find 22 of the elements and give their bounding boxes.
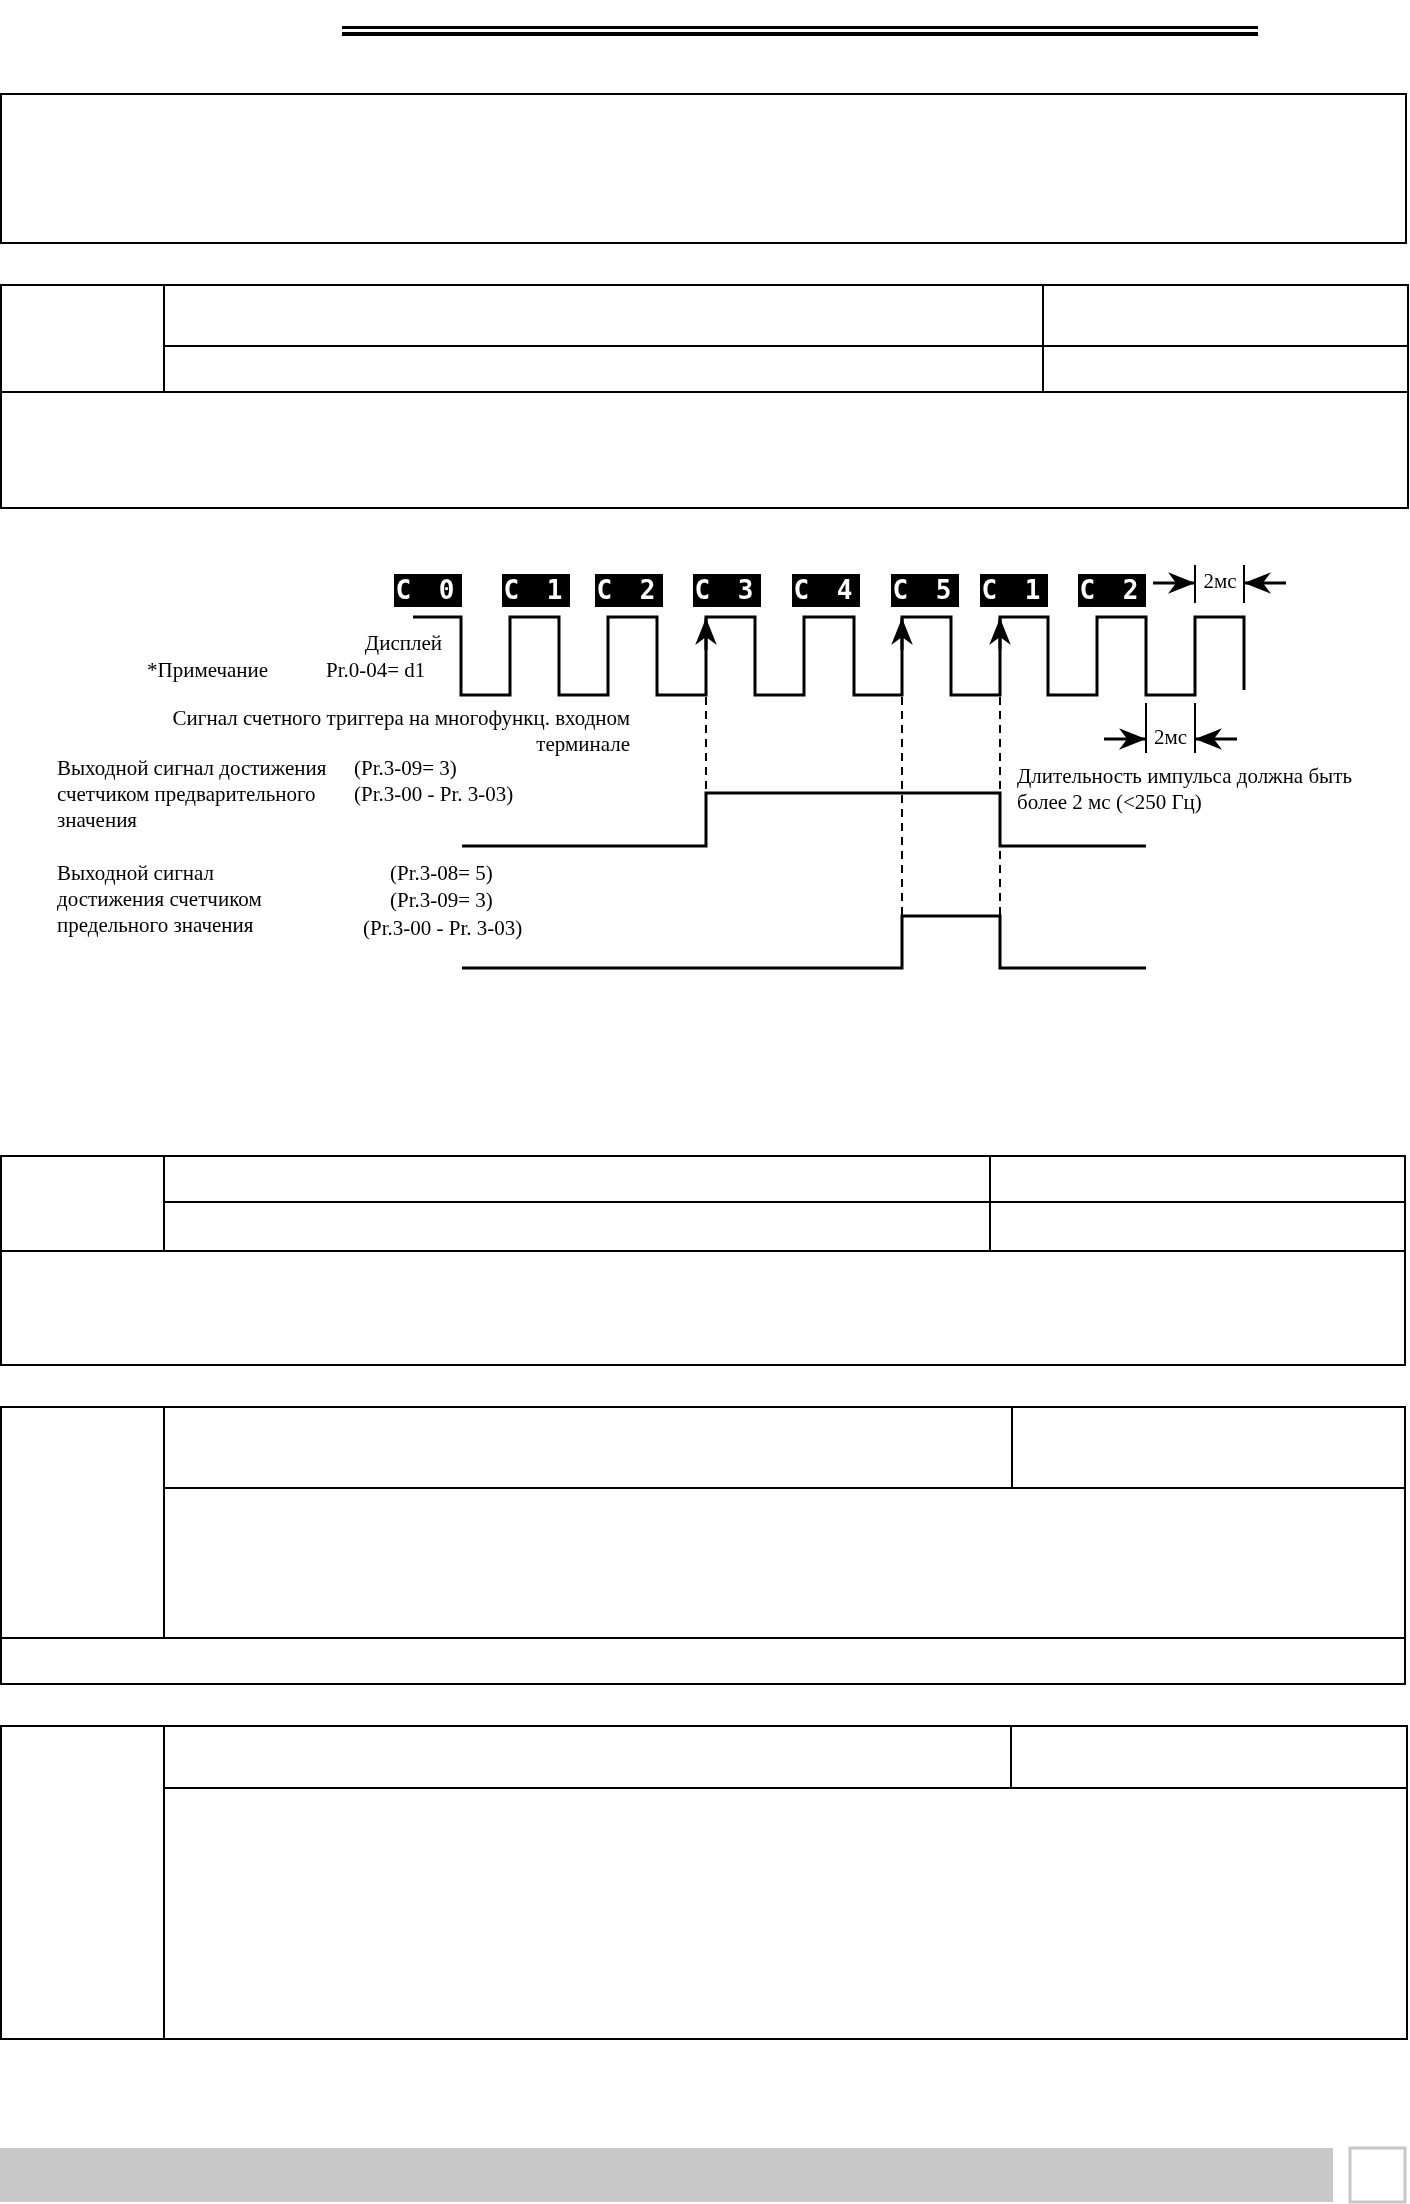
note-label: *Примечание — [147, 657, 269, 683]
counter-display: C 2 — [595, 574, 663, 607]
parameter-label: (Pr.3-00 - Pr. 3-03) — [363, 915, 523, 941]
dimension-label: 2мс — [1152, 724, 1189, 750]
counter-display: C 3 — [693, 574, 761, 607]
counter-display: C 5 — [891, 574, 959, 607]
counter-display: C 1 — [502, 574, 570, 607]
counter-display: C 0 — [394, 574, 462, 607]
dimension-label: 2мс — [1202, 568, 1238, 594]
parameter-label: (Pr.3-08= 5) — [390, 860, 493, 886]
parameter-label: (Pr.3-09= 3) — [354, 755, 457, 781]
parameter-label: (Pr.3-09= 3) — [390, 887, 493, 913]
signal-label: Выходной сигнал достижения счетчиком предварительного значения — [57, 755, 328, 833]
counter-display: C 2 — [1078, 574, 1146, 607]
display-label: Дисплей — [363, 630, 442, 656]
parameter-label: Pr.0-04= d1 — [326, 657, 426, 683]
signal-label: Выходной сигнал достижения счетчиком предельного значения — [57, 860, 263, 938]
signal-label: Сигнал счетного триггера на многофункц. входном терминале — [171, 705, 630, 757]
note-text: Длительность импульса должна быть более 2 мс (<250 Гц) — [1017, 763, 1353, 815]
parameter-label: (Pr.3-00 - Pr. 3-03) — [354, 781, 514, 807]
counter-display: C 1 — [980, 574, 1048, 607]
counter-display: C 4 — [792, 574, 860, 607]
